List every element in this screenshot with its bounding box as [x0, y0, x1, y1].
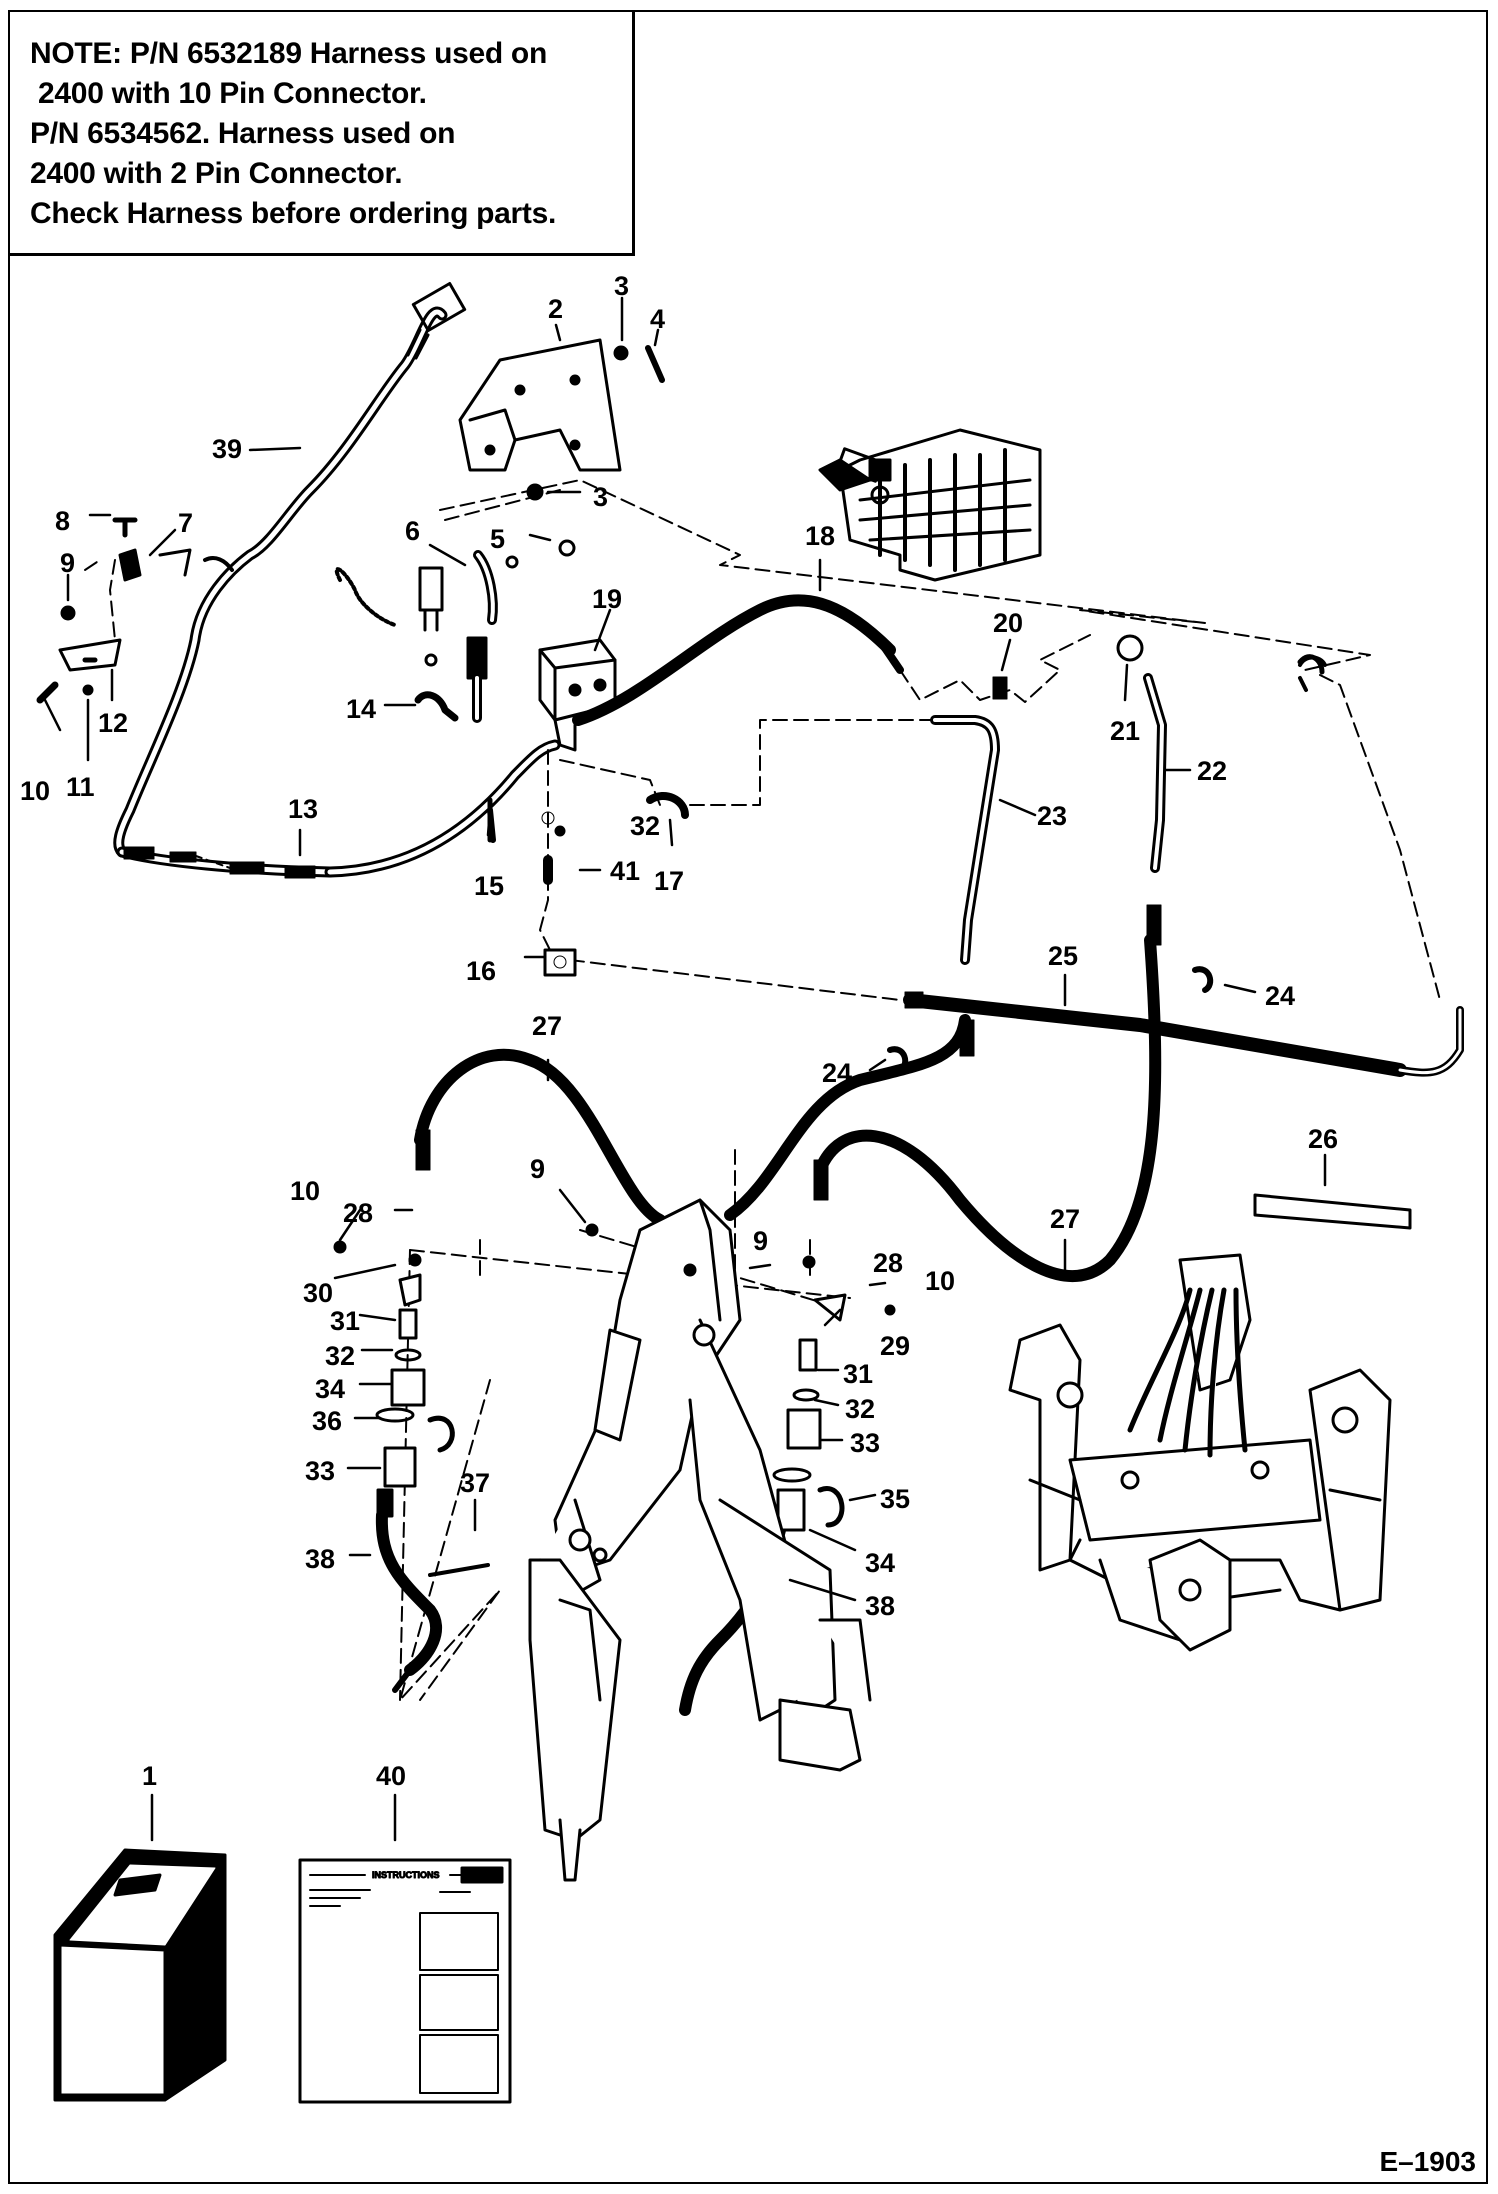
callout-9-left: 9: [60, 548, 75, 578]
sheet-title: INSTRUCTIONS: [372, 1870, 440, 1880]
callout-3-bottom: 3: [593, 482, 608, 512]
callout-18: 18: [805, 521, 835, 551]
callout-21: 21: [1110, 716, 1140, 746]
callout-numbers: 1 2 3 3 4 5 6 7 8 9 9 9 10 10 10 11 12 1…: [20, 271, 1338, 1791]
callout-28-right: 28: [873, 1248, 903, 1278]
callout-33-right: 33: [850, 1428, 880, 1458]
hose-27: [414, 904, 1162, 1283]
breaker-attachment: [528, 1198, 872, 1882]
callout-38-right: 38: [865, 1591, 895, 1621]
callout-32-right: 32: [845, 1394, 875, 1424]
callout-34-right: 34: [865, 1548, 895, 1578]
manual-box: [53, 1848, 227, 2102]
control-valve: [818, 428, 1042, 582]
callout-39: 39: [212, 434, 242, 464]
diverter-valve: [334, 539, 617, 752]
callout-34-left: 34: [315, 1374, 345, 1404]
callout-37: 37: [460, 1468, 490, 1498]
callout-31-left: 31: [330, 1306, 360, 1336]
callout-27-right: 27: [1050, 1204, 1080, 1234]
callout-6: 6: [405, 516, 420, 546]
hose-18: [572, 594, 896, 726]
callout-10-left: 10: [20, 776, 50, 806]
steel-lines: [487, 634, 1327, 977]
callout-30: 30: [303, 1278, 333, 1308]
callout-25: 25: [1048, 941, 1078, 971]
note-line-5: Check Harness before ordering parts.: [30, 197, 557, 230]
right-coupler-stack: [772, 1293, 896, 1532]
callout-23: 23: [1037, 801, 1067, 831]
note-line-4: 2400 with 2 Pin Connector.: [30, 157, 403, 190]
callout-4: 4: [650, 304, 665, 334]
callout-10-right: 10: [925, 1266, 955, 1296]
callout-1: 1: [142, 1761, 157, 1791]
callout-32-top: 32: [630, 811, 660, 841]
callout-31-right: 31: [843, 1359, 873, 1389]
figure-id: E–1903: [1379, 2146, 1476, 2177]
hose-38-left: [375, 1509, 442, 1676]
callout-38-left: 38: [305, 1544, 335, 1574]
harness-note: NOTE: P/N 6532189 Harness used on 2400 w…: [10, 12, 635, 256]
callout-27-top: 27: [532, 1011, 562, 1041]
callout-32-left: 32: [325, 1341, 355, 1371]
cutting-edge-bar: [1253, 1193, 1412, 1230]
callout-16: 16: [466, 956, 496, 986]
callout-7: 7: [178, 508, 193, 538]
callout-35: 35: [880, 1484, 910, 1514]
callout-10-mid: 10: [290, 1176, 320, 1206]
callout-9-right: 9: [753, 1226, 768, 1256]
callout-28-left: 28: [343, 1198, 373, 1228]
mounting-bracket: [458, 338, 665, 501]
note-line-3: P/N 6534562. Harness used on: [30, 117, 456, 150]
callout-26: 26: [1308, 1124, 1338, 1154]
callout-17: 17: [654, 866, 684, 896]
left-coupler-stack: [375, 1254, 455, 1518]
callout-40: 40: [376, 1761, 406, 1791]
callout-2: 2: [548, 294, 563, 324]
callout-33-left: 33: [305, 1456, 335, 1486]
mounting-frame: [1008, 1253, 1392, 1652]
note-line-1: NOTE: P/N 6532189 Harness used on: [30, 37, 547, 70]
callout-36: 36: [312, 1406, 342, 1436]
callout-13: 13: [288, 794, 318, 824]
callout-5: 5: [490, 524, 505, 554]
callout-41: 41: [610, 856, 640, 886]
callout-29: 29: [880, 1331, 910, 1361]
callout-24-right: 24: [1265, 981, 1295, 1011]
callout-20: 20: [993, 608, 1023, 638]
callout-11: 11: [66, 772, 95, 802]
callout-8: 8: [55, 506, 70, 536]
callout-15: 15: [474, 871, 504, 901]
callout-12: 12: [98, 708, 128, 738]
drawing-border: [8, 10, 1488, 2184]
callout-9-center: 9: [530, 1154, 545, 1184]
note-line-2: 2400 with 10 Pin Connector.: [30, 77, 427, 110]
callout-24-left: 24: [822, 1058, 852, 1088]
callout-14: 14: [346, 694, 376, 724]
callout-22: 22: [1197, 756, 1227, 786]
hardware-left: [36, 517, 816, 1577]
callout-leaders: [43, 296, 1327, 1842]
callout-3-top: 3: [614, 271, 629, 301]
callout-19: 19: [592, 584, 622, 614]
instruction-sheet: [298, 1858, 512, 2104]
hose-25: [903, 993, 1407, 1077]
